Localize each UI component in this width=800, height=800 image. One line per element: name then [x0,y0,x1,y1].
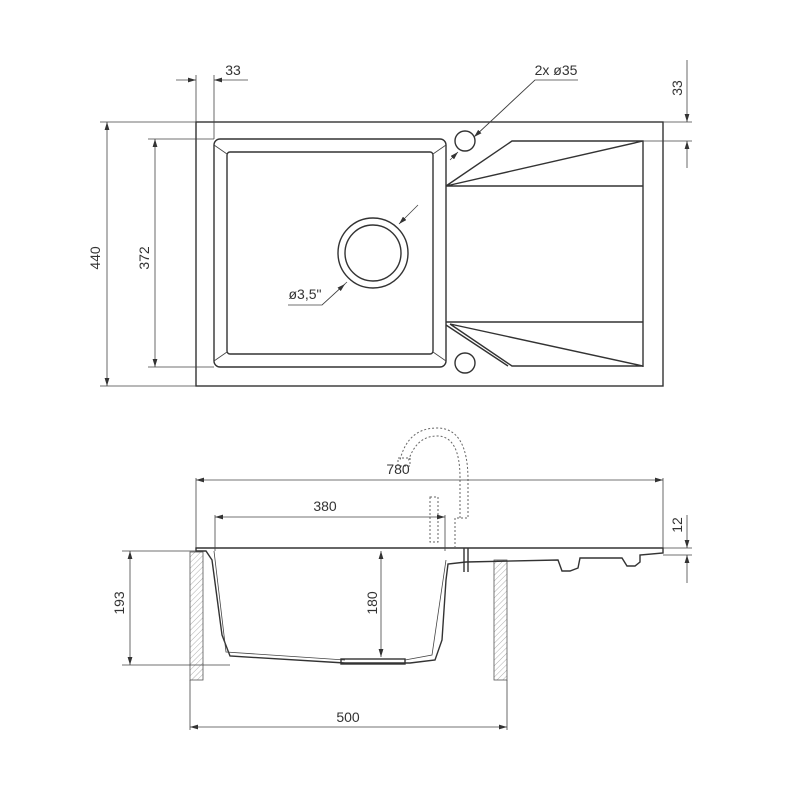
bowl-inner [226,151,434,355]
bowl-outer [213,138,447,368]
sink-outline [195,121,664,387]
drain-side [340,658,406,665]
dim-193: 193 [111,591,127,615]
dim-180: 180 [364,591,380,615]
top-view: 440 372 33 2x ø35 33 ø3,5" [87,60,692,387]
dim-12: 12 [669,517,685,533]
dim-500: 500 [336,709,360,725]
drainer [445,140,644,367]
dim-tap-holes: 2x ø35 [535,62,578,78]
faucet [397,427,469,548]
tap-hole [454,352,476,374]
sink-profile [195,547,664,664]
cabinet-wall-right [493,559,508,681]
dim-372: 372 [136,246,152,270]
dim-33-left: 33 [225,62,241,78]
drain-outer [337,217,409,289]
drain-inner [344,224,402,282]
dim-780: 780 [386,461,410,477]
side-view: 780 380 180 193 500 12 [111,427,692,730]
dim-33-right: 33 [669,80,685,96]
dim-380: 380 [313,498,337,514]
tap-hole [454,130,476,152]
cabinet-wall-left [189,551,204,681]
dim-drain: ø3,5" [289,286,322,302]
dim-440: 440 [87,246,103,270]
